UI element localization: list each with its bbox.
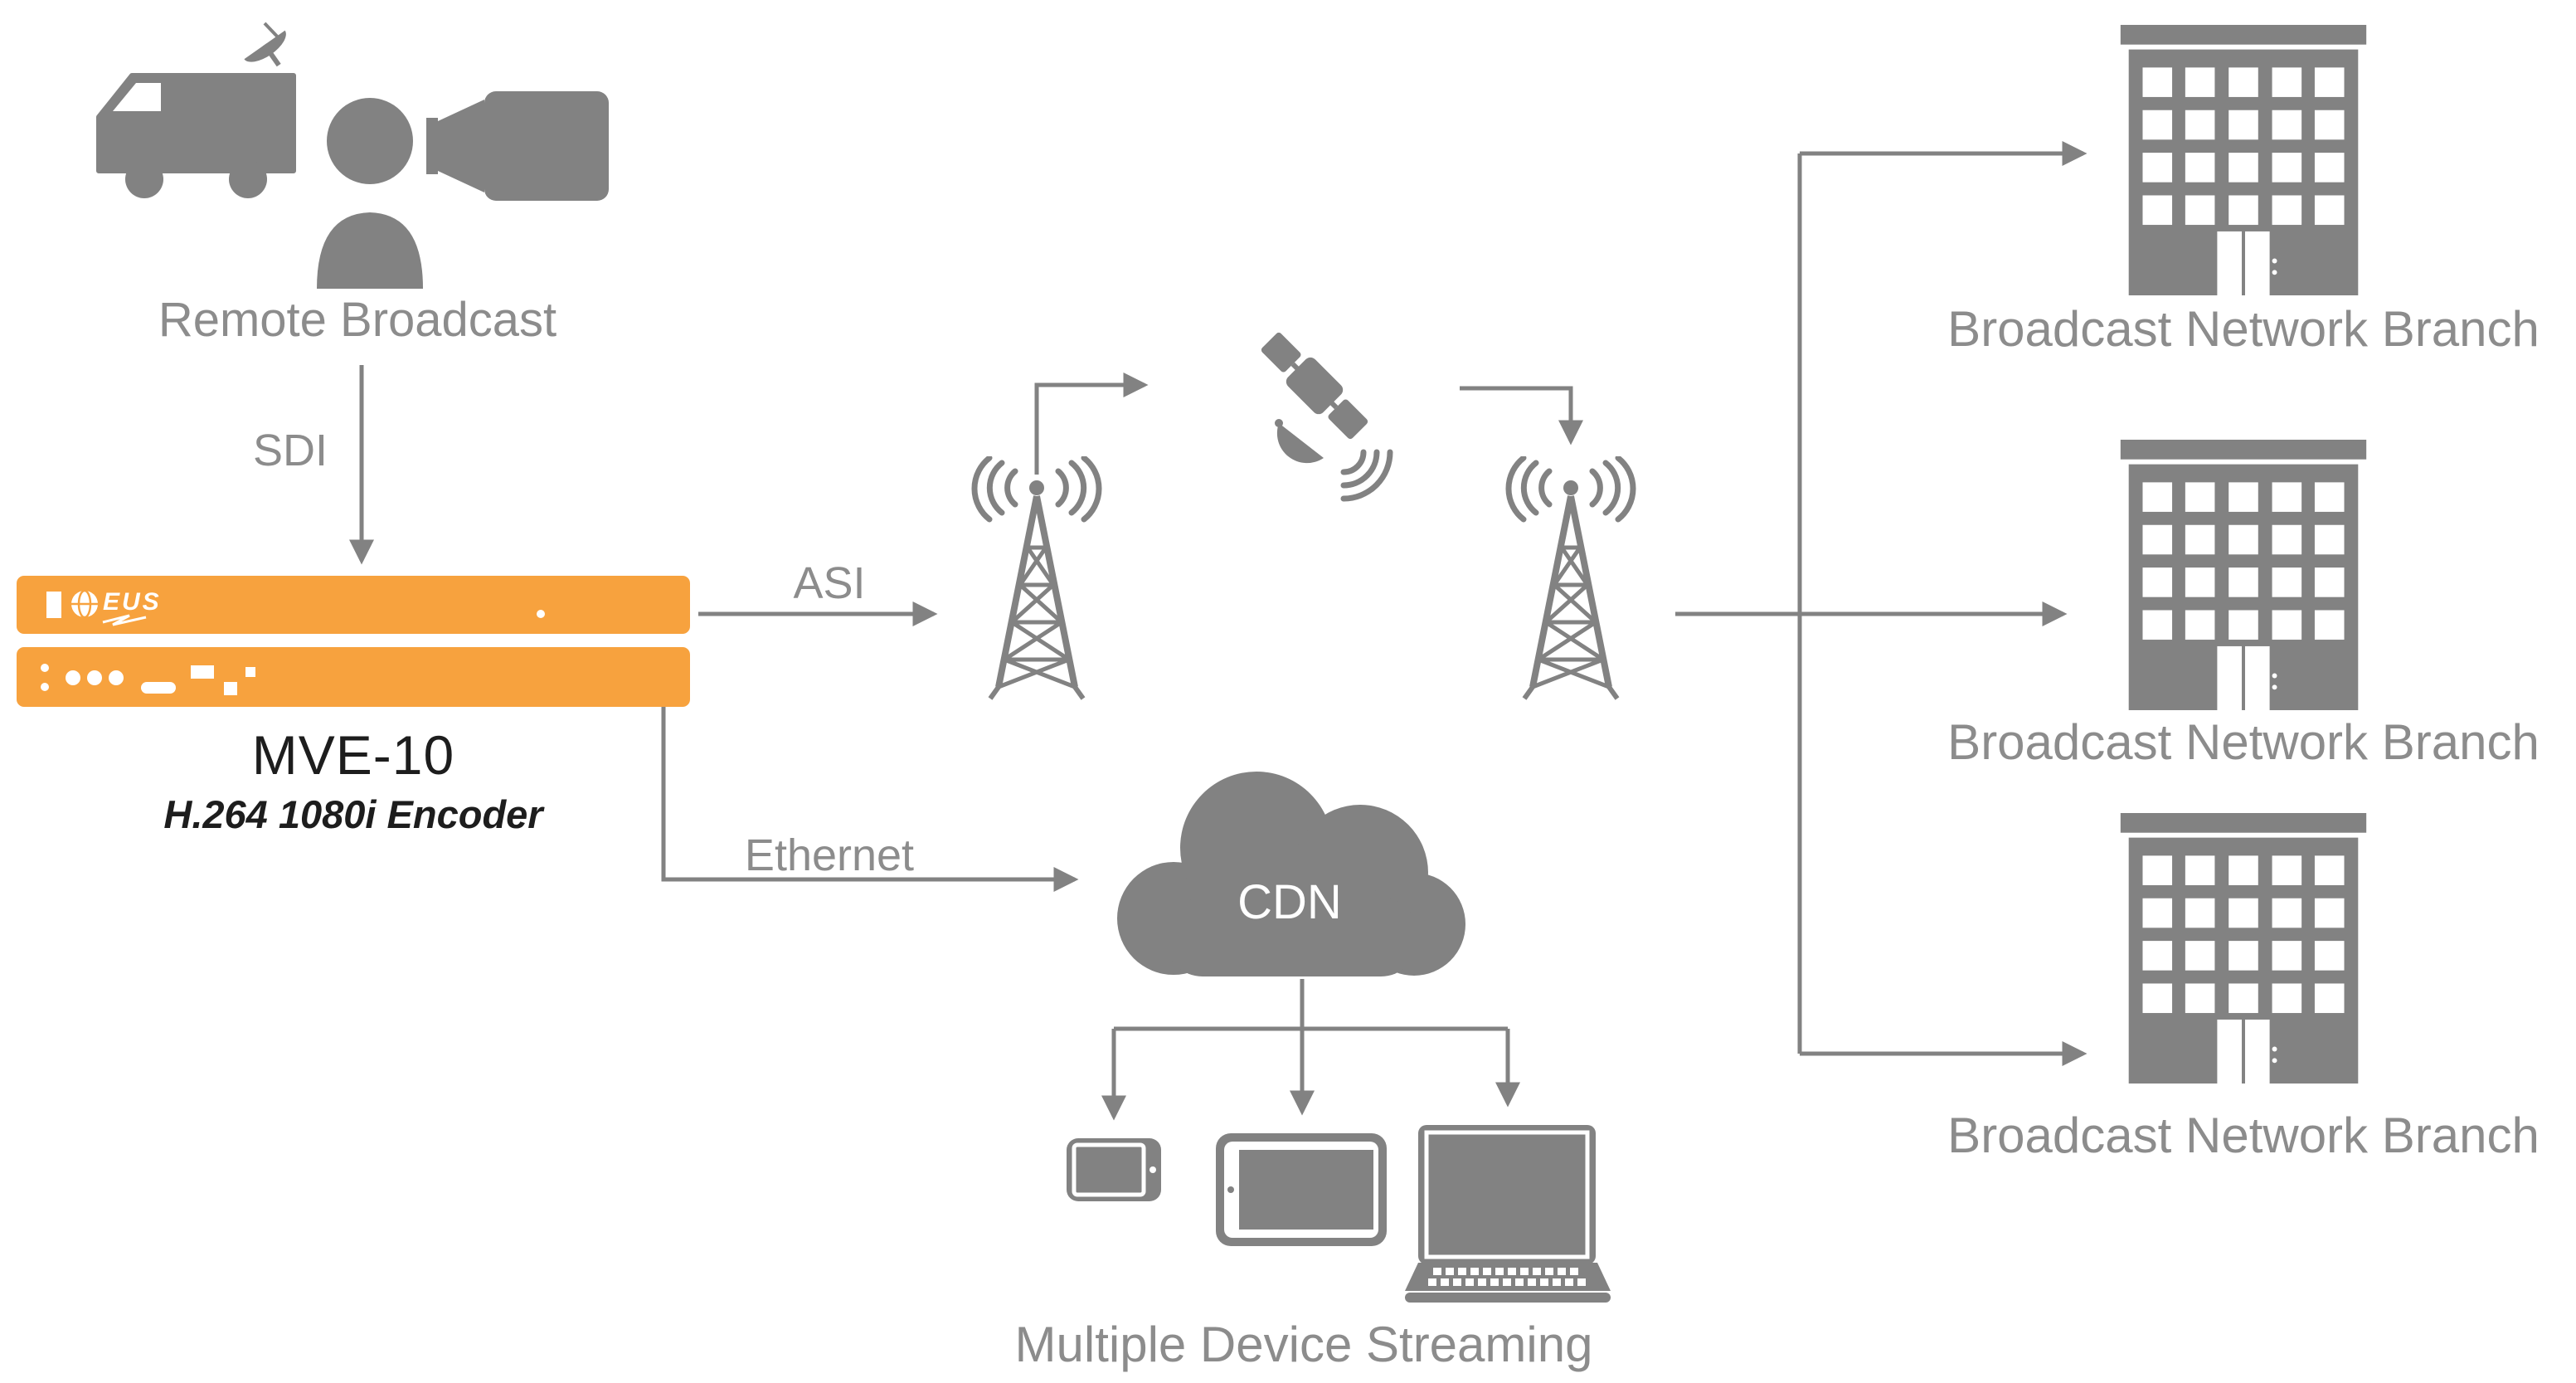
- asi-label: ASI: [793, 558, 866, 608]
- satellite-to-tower-arrow: [1460, 386, 1583, 446]
- branch-building-icon: [2120, 25, 2367, 295]
- antenna-tower-right-icon: [1463, 456, 1679, 705]
- satellite-icon: [1261, 332, 1393, 502]
- encoder-brand-label: EUS: [103, 588, 162, 616]
- streaming-label: Multiple Device Streaming: [1014, 1317, 1593, 1372]
- cloud-icon: [1117, 772, 1465, 976]
- tower-to-satellite-arrow: [1034, 373, 1149, 475]
- encoder-ports-details: [41, 664, 255, 695]
- tablet-icon: [1216, 1133, 1387, 1246]
- antenna-tower-left-icon: [929, 456, 1145, 705]
- branch-label-1: Broadcast Network Branch: [1947, 301, 2540, 357]
- encoder-description-label: H.264 1080i Encoder: [163, 792, 543, 836]
- branch-label-3: Broadcast Network Branch: [1947, 1108, 2540, 1163]
- branch-building-icon: [2120, 813, 2367, 1084]
- laptop-keyboard-icon: [1405, 1263, 1611, 1303]
- laptop-icon: [1418, 1125, 1596, 1264]
- branch-label-2: Broadcast Network Branch: [1947, 714, 2540, 770]
- broadcast-truck-icon: [96, 22, 296, 198]
- encoder-front-details: [46, 589, 545, 626]
- branch-building-icon: [2120, 440, 2367, 710]
- video-camera-icon: [426, 91, 609, 201]
- encoder-top-panel: EUS: [17, 576, 690, 634]
- sdi-label: SDI: [252, 426, 328, 475]
- remote-broadcast-label: Remote Broadcast: [158, 293, 557, 347]
- phone-icon: [1067, 1138, 1161, 1201]
- encoder-model-label: MVE-10: [251, 724, 455, 786]
- ethernet-arrow: [661, 707, 1079, 892]
- ethernet-label: Ethernet: [744, 830, 915, 880]
- reporter-icon: [317, 98, 423, 289]
- encoder-bottom-panel: [17, 647, 690, 707]
- cdn-label: CDN: [1237, 875, 1342, 929]
